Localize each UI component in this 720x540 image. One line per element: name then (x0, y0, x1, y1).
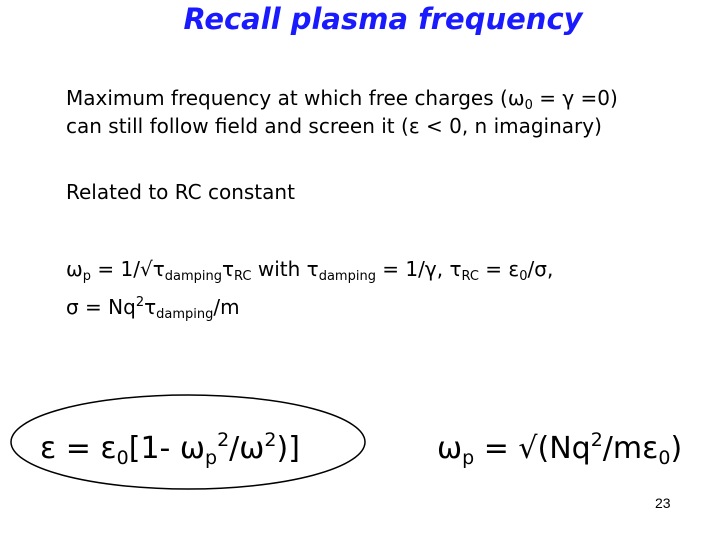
text-segment: = 1/γ, τ (375, 257, 462, 281)
superscript: 2 (264, 429, 277, 451)
text-segment: )] (276, 431, 300, 466)
subscript: p (462, 447, 475, 469)
text-line-max-frequency: Maximum frequency at which free charges … (66, 84, 618, 120)
text-segment: ε = ε (40, 431, 117, 466)
subscript: damping (318, 269, 376, 284)
text-segment: σ = Nq (66, 295, 136, 319)
formula-plasma-frequency-rc: ωp = 1/√τdampingτRC with τdamping = 1/γ,… (66, 255, 553, 291)
page-number: 23 (655, 495, 671, 511)
subscript: 0 (524, 98, 533, 113)
subscript: 0 (658, 447, 671, 469)
text-segment: /ω (229, 431, 265, 466)
superscript: 2 (135, 295, 145, 310)
text-segment: = ε (478, 257, 520, 281)
text-line-rc-constant: Related to RC constant (66, 180, 295, 204)
subscript: damping (156, 307, 214, 322)
superscript: 2 (217, 429, 230, 451)
text-segment: ω (66, 257, 83, 281)
text-line-screen-field: can still follow field and screen it (ε … (66, 114, 602, 138)
text-segment: with τ (251, 257, 319, 281)
formula-plasma-frequency: ωp = √(Nq2/mε0) (437, 422, 682, 476)
formula-conductivity: σ = Nq2τdamping/m (66, 289, 240, 329)
subscript: p (205, 447, 218, 469)
slide-title: Recall plasma frequency (183, 2, 583, 36)
text-segment: τ (222, 257, 235, 281)
subscript: RC (234, 269, 252, 284)
subscript: RC (461, 269, 479, 284)
text-segment: τ (144, 295, 157, 319)
formula-dielectric-function: ε = ε0[1- ωp2/ω2)] (40, 422, 300, 476)
text-segment: = √(Nq (474, 431, 591, 466)
subscript: 0 (116, 447, 129, 469)
subscript: p (82, 269, 92, 284)
text-segment: Maximum frequency at which free charges … (66, 86, 525, 110)
text-segment: ) (670, 431, 683, 466)
text-segment: /σ, (527, 257, 554, 281)
subscript: 0 (519, 269, 528, 284)
highlight-oval (10, 394, 366, 490)
superscript: 2 (590, 429, 603, 451)
text-segment: /m (213, 295, 240, 319)
text-segment: [1- ω (128, 431, 206, 466)
text-segment: /mε (602, 431, 659, 466)
subscript: damping (164, 269, 222, 284)
text-segment: ω (437, 431, 463, 466)
text-segment: = γ =0) (532, 86, 618, 110)
text-segment: = 1/√τ (91, 257, 165, 281)
